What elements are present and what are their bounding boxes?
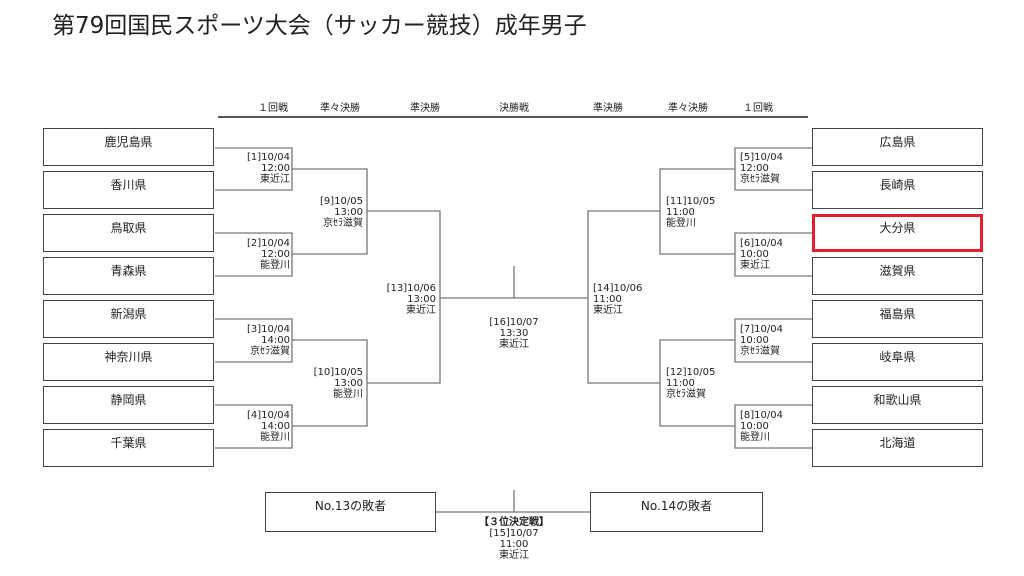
match-time: 13:30 bbox=[499, 328, 529, 339]
match-venue: 京ｾﾗ滋賀 bbox=[740, 174, 780, 185]
match-date: [5]10/04 bbox=[740, 152, 783, 163]
team-box-right-1: 広島県 bbox=[812, 128, 983, 166]
match-date: [12]10/05 bbox=[666, 367, 716, 378]
team-box-left-7: 静岡県 bbox=[43, 386, 214, 424]
team-box-right-3-highlighted: 大分県 bbox=[812, 214, 983, 252]
team-box-right-7: 和歌山県 bbox=[812, 386, 983, 424]
team-box-left-8: 千葉県 bbox=[43, 429, 214, 467]
match-venue: 東近江 bbox=[593, 305, 623, 316]
page-title: 第79回国民スポーツ大会（サッカー競技）成年男子 bbox=[52, 13, 587, 39]
match-date: [2]10/04 bbox=[247, 238, 290, 249]
match-time: 12:00 bbox=[261, 163, 290, 174]
header-round1-left: １回戦 bbox=[258, 103, 288, 114]
match-venue: 東近江 bbox=[740, 260, 770, 271]
team-box-right-2: 長崎県 bbox=[812, 171, 983, 209]
match-date: [7]10/04 bbox=[740, 324, 783, 335]
match-time: 12:00 bbox=[261, 249, 290, 260]
team-box-left-6: 神奈川県 bbox=[43, 343, 214, 381]
match-time: 11:00 bbox=[499, 539, 529, 550]
match-date: [10]10/05 bbox=[313, 367, 363, 378]
team-box-left-5: 新潟県 bbox=[43, 300, 214, 338]
match-time: 13:00 bbox=[407, 294, 436, 305]
match-time: 12:00 bbox=[740, 163, 769, 174]
match-venue: 能登川 bbox=[260, 260, 290, 271]
match-venue: 京ｾﾗ滋賀 bbox=[740, 346, 780, 357]
match-time: 11:00 bbox=[666, 378, 695, 389]
match-date: [13]10/06 bbox=[386, 283, 436, 294]
team-box-left-4: 青森県 bbox=[43, 257, 214, 295]
match-date: [16]10/07 bbox=[489, 317, 539, 328]
match-date: [15]10/07 bbox=[489, 528, 539, 539]
team-box-right-8: 北海道 bbox=[812, 429, 983, 467]
team-box-right-4: 滋賀県 bbox=[812, 257, 983, 295]
match-venue: 能登川 bbox=[333, 389, 363, 400]
match-time: 10:00 bbox=[740, 335, 769, 346]
match-date: [8]10/04 bbox=[740, 410, 783, 421]
match-venue: 能登川 bbox=[740, 432, 770, 443]
match-venue: 東近江 bbox=[406, 305, 436, 316]
match-time: 14:00 bbox=[261, 421, 290, 432]
match-venue: 京ｾﾗ滋賀 bbox=[666, 389, 706, 400]
match-date: [11]10/05 bbox=[666, 196, 716, 207]
team-box-left-1: 鹿児島県 bbox=[43, 128, 214, 166]
team-box-right-5: 福島県 bbox=[812, 300, 983, 338]
match-time: 10:00 bbox=[740, 421, 769, 432]
team-box-left-3: 鳥取県 bbox=[43, 214, 214, 252]
header-final: 決勝戦 bbox=[499, 103, 529, 114]
match-time: 13:00 bbox=[334, 378, 363, 389]
match-time: 14:00 bbox=[261, 335, 290, 346]
match-time: 11:00 bbox=[666, 207, 695, 218]
match-venue: 京ｾﾗ滋賀 bbox=[250, 346, 290, 357]
match-venue: 能登川 bbox=[260, 432, 290, 443]
third-place-right-box: No.14の敗者 bbox=[590, 492, 763, 532]
third-place-left-box: No.13の敗者 bbox=[265, 492, 436, 532]
match-venue: 東近江 bbox=[499, 550, 529, 561]
match-time: 10:00 bbox=[740, 249, 769, 260]
match-time: 13:00 bbox=[334, 207, 363, 218]
header-quarterfinal-right: 準々決勝 bbox=[668, 103, 708, 114]
header-semifinal-left: 準決勝 bbox=[410, 103, 440, 114]
match-date: [3]10/04 bbox=[247, 324, 290, 335]
header-round1-right: １回戦 bbox=[743, 103, 773, 114]
match-date: [14]10/06 bbox=[593, 283, 643, 294]
header-semifinal-right: 準決勝 bbox=[593, 103, 623, 114]
team-box-right-6: 岐阜県 bbox=[812, 343, 983, 381]
match-date: [4]10/04 bbox=[247, 410, 290, 421]
match-time: 11:00 bbox=[593, 294, 622, 305]
match-venue: 京ｾﾗ滋賀 bbox=[323, 218, 363, 229]
team-box-left-2: 香川県 bbox=[43, 171, 214, 209]
third-place-label: 【３位決定戦】 bbox=[479, 517, 549, 528]
match-date: [6]10/04 bbox=[740, 238, 783, 249]
match-venue: 東近江 bbox=[499, 339, 529, 350]
match-date: [9]10/05 bbox=[320, 196, 363, 207]
header-quarterfinal-left: 準々決勝 bbox=[320, 103, 360, 114]
match-venue: 東近江 bbox=[260, 174, 290, 185]
match-venue: 能登川 bbox=[666, 218, 696, 229]
match-date: [1]10/04 bbox=[247, 152, 290, 163]
